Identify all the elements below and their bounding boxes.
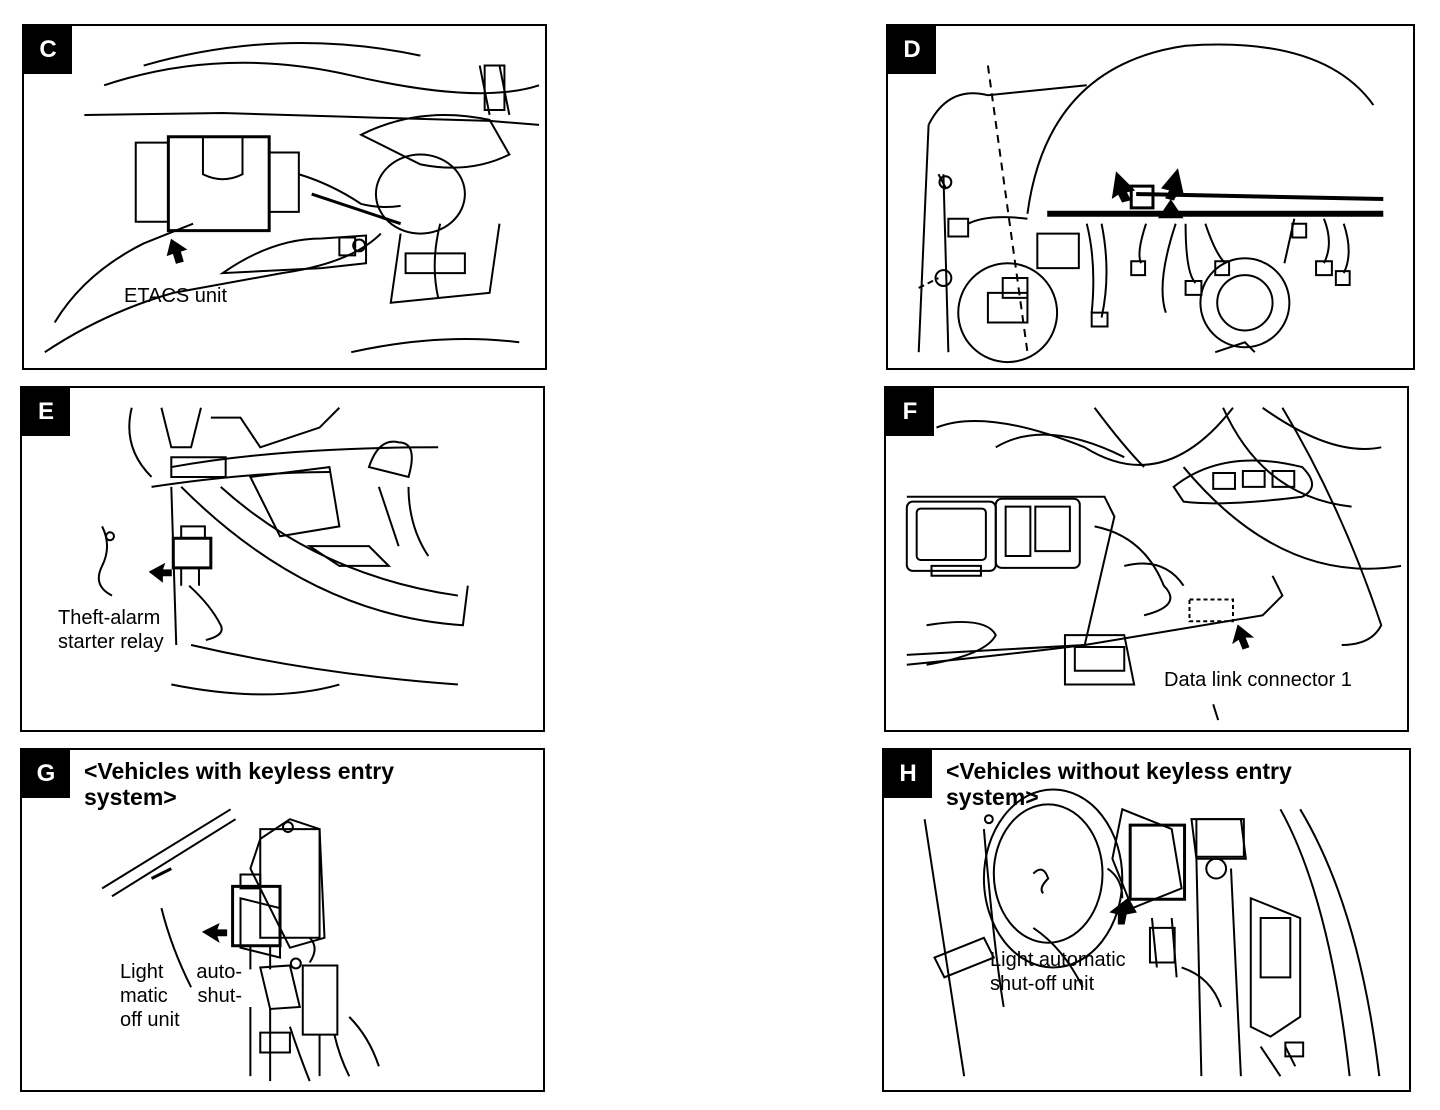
panel-letter: E (22, 388, 70, 436)
light-shutoff-label-line1: Light automatic (990, 949, 1126, 971)
panel-e: E Theft-alarm starter relay (20, 386, 545, 732)
light-shutoff-label-line3: off unit (120, 1009, 180, 1031)
relay-illustration (22, 388, 543, 730)
relay-label-line2: starter relay (58, 631, 164, 653)
keyless-unit-illustration (22, 750, 543, 1090)
data-link-connector (1189, 600, 1232, 622)
panel-f: F Data link connector 1 (884, 386, 1409, 732)
light-shutoff-label-line2: matic shut- (120, 985, 242, 1007)
etacs-illustration (24, 26, 545, 368)
panel-g-title-line1: <Vehicles with keyless entry (84, 758, 395, 784)
panel-h: H <Vehicles without keyless entry system… (882, 748, 1411, 1092)
panel-d: D (886, 24, 1415, 370)
panel-c: C ETACS unit (22, 24, 547, 370)
light-shutoff-unit-box (233, 886, 280, 945)
panel-letter: F (886, 388, 934, 436)
panel-h-title-line2: system> (946, 784, 1039, 810)
panel-h-title-line1: <Vehicles without keyless entry (946, 758, 1292, 784)
panel-g-title-line2: system> (84, 784, 177, 810)
wiring-harness-illustration (888, 26, 1413, 368)
light-shutoff-label-line2: shut-off unit (990, 973, 1095, 995)
relay-body (173, 538, 211, 568)
panel-letter: H (884, 750, 932, 798)
panel-letter: D (888, 26, 936, 74)
dashboard-illustration (886, 388, 1407, 730)
panel-letter: C (24, 26, 72, 74)
etacs-unit-label: ETACS unit (124, 285, 227, 307)
door-panel-illustration (884, 750, 1409, 1090)
data-link-connector-label: Data link connector 1 (1164, 669, 1352, 691)
relay-label-line1: Theft-alarm (58, 607, 161, 629)
panel-letter: G (22, 750, 70, 798)
light-shutoff-label-line1: Light auto- (120, 961, 242, 983)
etacs-unit-box (168, 137, 269, 231)
panel-g: G <Vehicles with keyless entry system> L… (20, 748, 545, 1092)
